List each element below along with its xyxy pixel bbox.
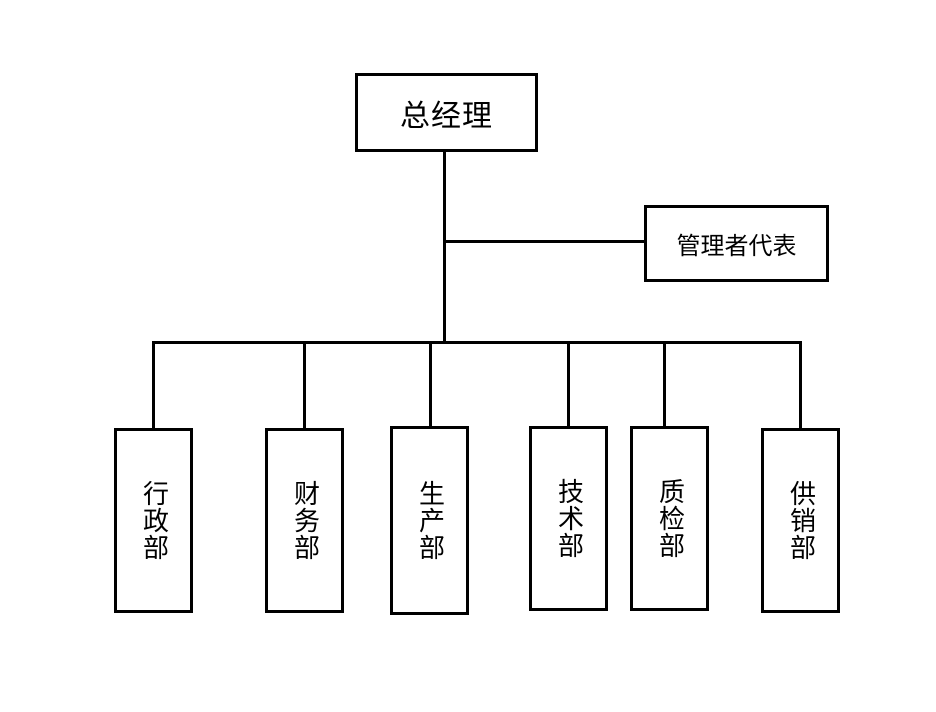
department-box-technology: 技术部 <box>529 426 608 611</box>
department-box-quality: 质检部 <box>630 426 709 611</box>
general-manager-box: 总经理 <box>355 73 538 152</box>
department-box-sales: 供销部 <box>761 428 840 613</box>
department-box-admin: 行政部 <box>114 428 193 613</box>
department-drop-connector <box>567 341 570 429</box>
department-label: 行政部 <box>138 480 169 561</box>
department-label: 供销部 <box>785 480 816 561</box>
trunk-connector <box>443 150 446 344</box>
department-bus-connector <box>152 341 802 344</box>
department-label: 技术部 <box>553 478 584 559</box>
department-box-finance: 财务部 <box>265 428 344 613</box>
department-drop-connector <box>303 341 306 431</box>
department-drop-connector <box>152 341 155 431</box>
department-drop-connector <box>799 341 802 431</box>
department-label: 质检部 <box>654 478 685 559</box>
representative-connector <box>446 240 646 243</box>
general-manager-label: 总经理 <box>400 98 493 134</box>
department-label: 生产部 <box>414 480 445 561</box>
department-label: 财务部 <box>289 480 320 561</box>
department-drop-connector <box>429 341 432 429</box>
department-box-production: 生产部 <box>390 426 469 615</box>
management-representative-box: 管理者代表 <box>644 205 829 282</box>
management-representative-label: 管理者代表 <box>676 232 797 260</box>
department-drop-connector <box>663 341 666 429</box>
